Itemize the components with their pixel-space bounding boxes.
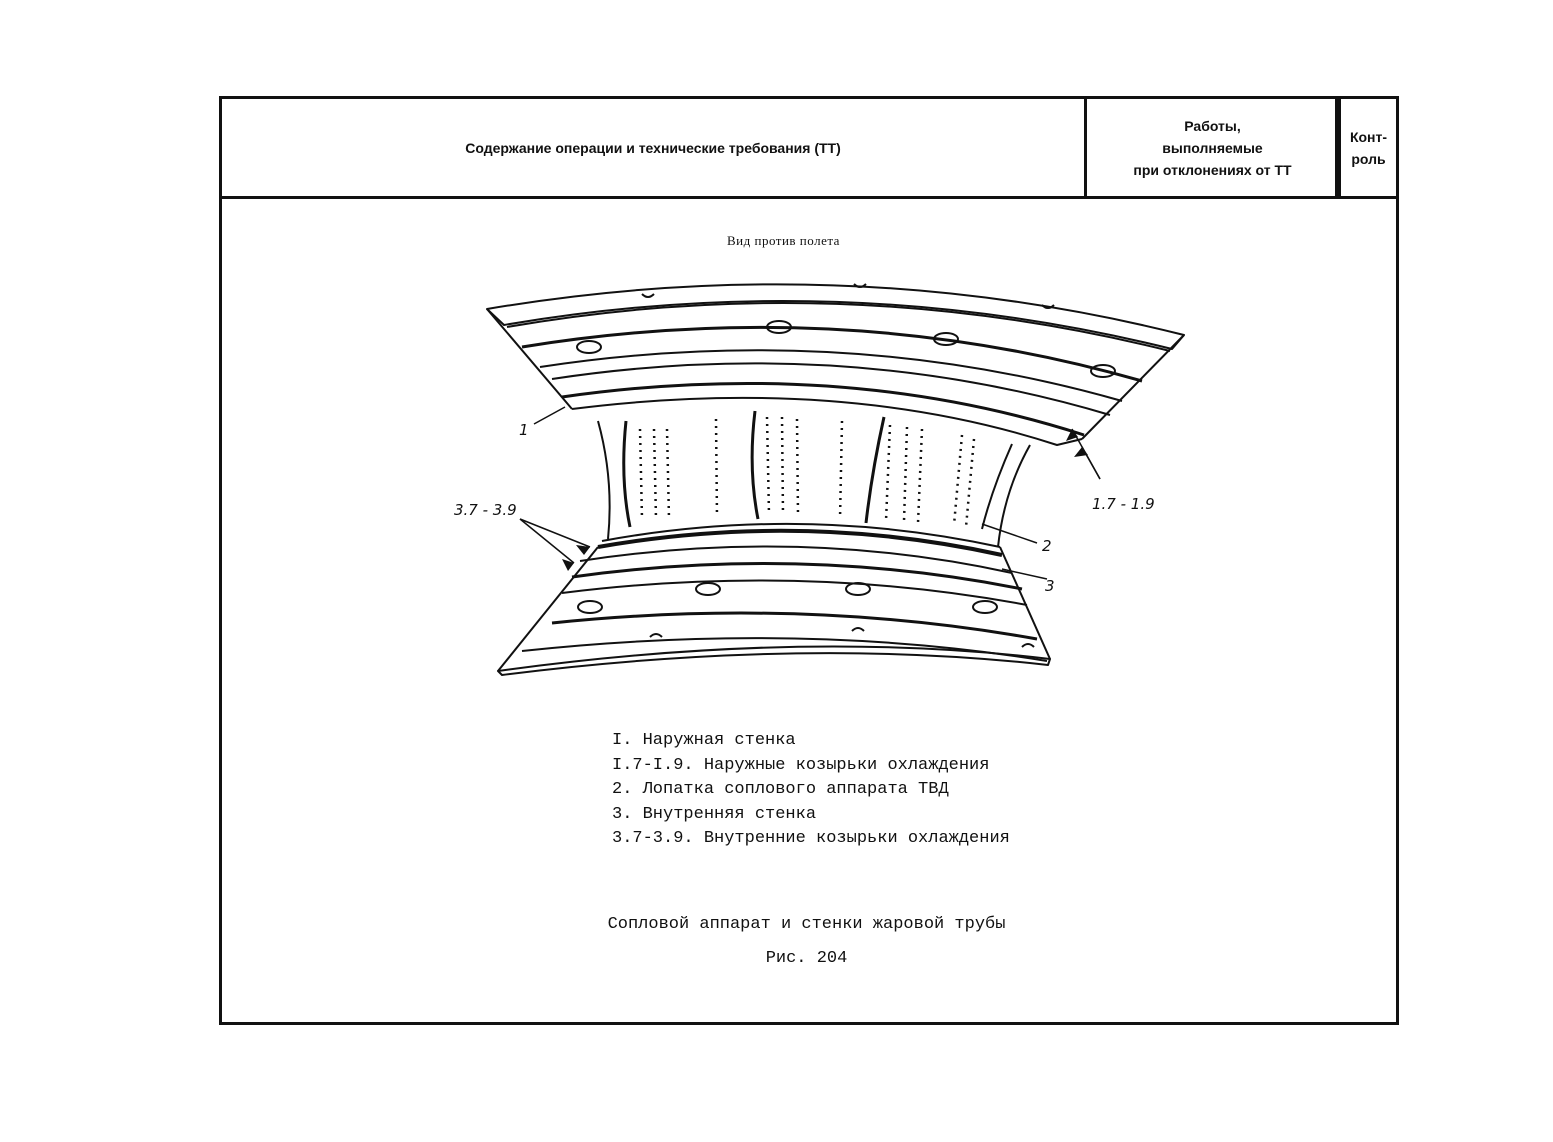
outer-hole: [766, 320, 792, 334]
blade-channel-right: [997, 444, 1031, 548]
view-label: Вид против полета: [727, 233, 840, 248]
outer-wall-band-3: [539, 349, 1123, 402]
outer-hole: [933, 332, 959, 346]
header-works-column: Работы, выполняемые при отклонениях от Т…: [1084, 99, 1341, 196]
outer-notch: [641, 293, 655, 298]
outer-hole: [1090, 364, 1116, 378]
blade-divider: [864, 416, 886, 524]
callout-17-19: 1.7 - 1.9: [1092, 495, 1155, 513]
leader-3: [1001, 568, 1048, 580]
legend-item-37-39: 3.7-3.9. Внутренние козырьки охлаждения: [612, 829, 1010, 848]
leader-37-39-a: [519, 518, 591, 548]
inner-notch: [649, 633, 663, 638]
inner-wall-outer-edge: [497, 645, 1051, 676]
outer-wall-band-4: [551, 362, 1111, 416]
inner-hole: [695, 582, 721, 596]
inner-wall-band-3: [571, 562, 1023, 591]
inner-wall-upper-edge: [601, 522, 1001, 548]
inner-notch: [851, 627, 865, 632]
outer-wall-left-edge: [486, 308, 573, 410]
legend-item-1: I. Наружная стенка: [612, 731, 796, 750]
inner-notch: [1021, 643, 1035, 648]
inner-wall-right-edge: [999, 546, 1051, 660]
blade-channel-left: [597, 420, 611, 540]
outer-wall-outer-edge: [486, 283, 1185, 350]
leader-37-39-b: [519, 518, 575, 564]
blade-divider: [622, 420, 632, 528]
header-control-line-2: роль: [1351, 150, 1386, 167]
inner-wall-left-edge: [497, 546, 599, 672]
inner-wall-band-5: [551, 611, 1038, 641]
header-control-column: Конт- роль: [1335, 99, 1399, 196]
figure-number: Рис. 204: [765, 949, 848, 968]
header-works-line-1: Работы,: [1184, 117, 1241, 134]
blade-divider: [981, 443, 1013, 530]
leader-1: [533, 406, 566, 425]
outer-wall-lower-edge: [571, 396, 1083, 446]
table-header: Содержание операции и технические требов…: [222, 99, 1396, 199]
header-works-line-2: выполняемые: [1162, 139, 1263, 156]
outer-wall-band-5: [561, 381, 1085, 437]
header-content-column: Содержание операции и технические требов…: [222, 99, 1084, 196]
legend-item-3: 3. Внутренняя стенка: [612, 804, 817, 824]
inner-hole: [972, 600, 998, 614]
header-content-label: Содержание операции и технические требов…: [465, 139, 841, 156]
outer-notch: [1041, 304, 1055, 309]
document-frame: Содержание операции и технические требов…: [219, 96, 1399, 1025]
nozzle-assembly-drawing: 1 1.7 - 1.9 2 3 3.7 - 3.9: [454, 283, 1185, 676]
callout-2: 2: [1042, 537, 1052, 555]
outer-hole: [576, 340, 602, 354]
header-control-line-1: Конт-: [1349, 128, 1388, 145]
outer-notch: [853, 283, 867, 288]
inner-wall-band-4: [561, 579, 1028, 606]
callout-3: 3: [1045, 577, 1055, 595]
callout-1: 1: [519, 421, 529, 439]
inner-hole: [845, 582, 871, 596]
outer-wall-band-2: [521, 325, 1143, 383]
outer-wall-band-1: [506, 301, 1171, 352]
inner-wall-band-2: [579, 545, 1013, 574]
figure-caption: Сопловой аппарат и стенки жаровой трубы: [607, 915, 1006, 934]
callout-37-39: 3.7 - 3.9: [454, 501, 517, 519]
inner-wall-band-1: [597, 528, 1003, 557]
legend-item-17-19: I.7-I.9. Наружные козырьки охлаждения: [612, 755, 990, 775]
outer-wall-right-edge: [1081, 334, 1185, 440]
blade-divider: [750, 410, 760, 520]
leader-2: [981, 523, 1038, 544]
legend-item-2: 2. Лопатка соплового аппарата ТВД: [612, 780, 949, 799]
inner-hole: [577, 600, 603, 614]
header-works-line-3: при отклонениях от ТТ: [1133, 161, 1292, 178]
